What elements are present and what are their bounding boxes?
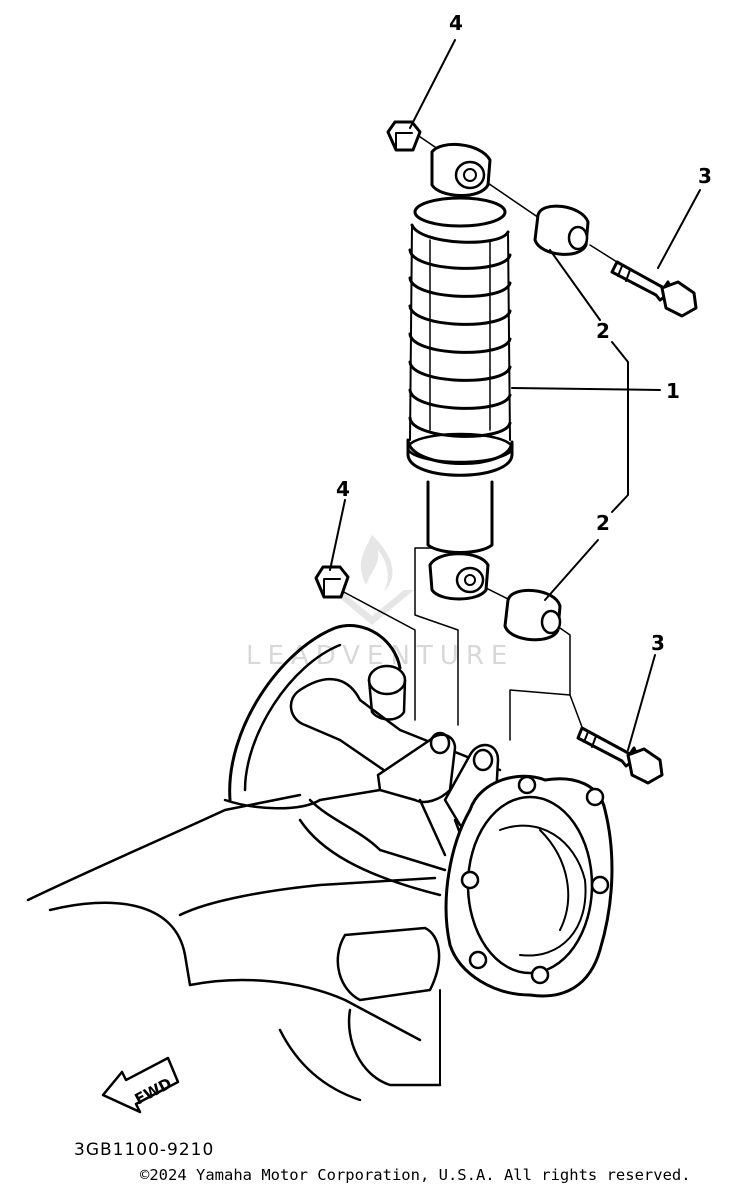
rear-axle-housing [26, 624, 502, 1102]
watermark-text: LEADVENTURE [246, 641, 514, 671]
callout-bolt-bottom: 3 [651, 631, 665, 655]
upper-bushing [533, 204, 590, 256]
rear-shock-absorber [406, 142, 514, 601]
diagram-code: 3GB1100-9210 [74, 1140, 215, 1160]
leader-lines [329, 39, 701, 751]
wheel-hub [444, 774, 614, 998]
upper-nut [386, 120, 422, 152]
callout-nut-bottom: 4 [336, 477, 350, 501]
copyright-notice: ©2024 Yamaha Motor Corporation, U.S.A. A… [140, 1166, 691, 1184]
callout-shock: 1 [666, 379, 680, 403]
watermark: LEADVENTURE [246, 535, 514, 671]
lower-bushing [503, 588, 562, 642]
callout-nut-top: 4 [449, 11, 463, 35]
upper-bolt [610, 260, 698, 318]
fwd-arrow-icon: FWD [101, 1056, 180, 1114]
callout-bolt-top: 3 [698, 164, 712, 188]
callout-bushing-bottom: 2 [596, 511, 610, 535]
callout-bushing-top: 2 [596, 319, 610, 343]
lower-nut [314, 565, 350, 599]
lower-bolt [576, 726, 664, 785]
